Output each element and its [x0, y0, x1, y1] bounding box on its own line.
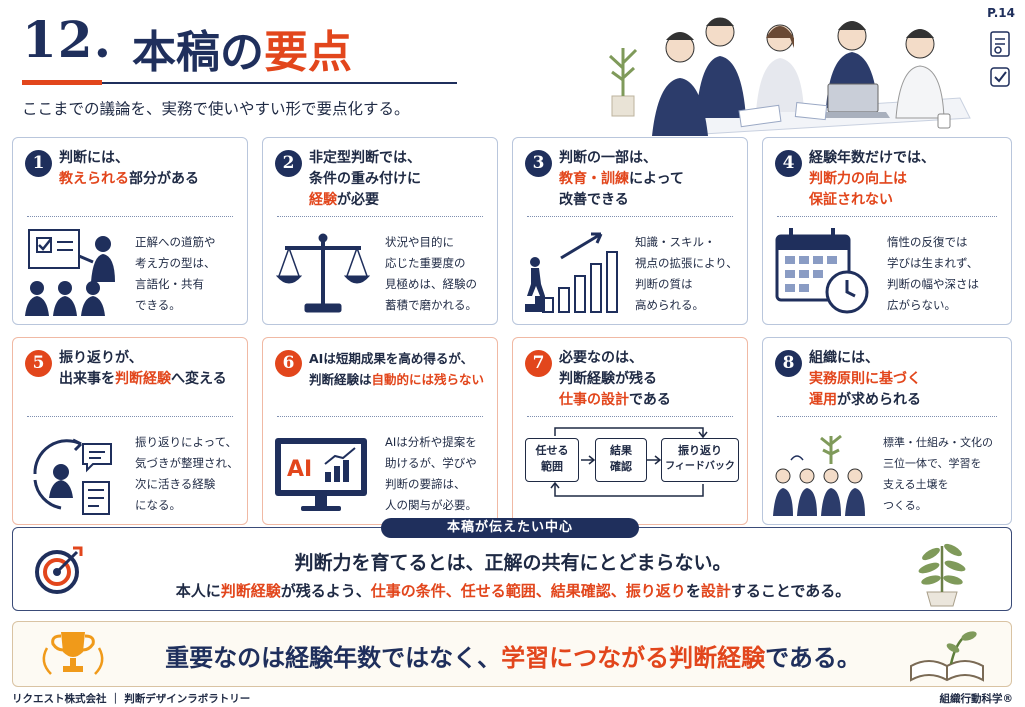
card-body: AIは分析や提案を 助けるが、学びや 判断の要諦は、 人の関与が必要。 — [385, 435, 477, 512]
key-point-card-5: 5 振り返りが、 出来事を判断経験へ変える 振り返りによって、 気づきが整理され… — [12, 337, 248, 525]
page-number: P.14 — [987, 6, 1015, 20]
card-heading: 非定型判断では、 条件の重み付けに 経験が必要 — [309, 150, 421, 208]
title-text: 本稿の要点 — [132, 27, 352, 78]
card-heading: 判断には、 教えられる部分がある — [59, 150, 199, 187]
ai-label: AI — [287, 457, 312, 482]
core-message-line-2: 本人に判断経験が残るよう、仕事の条件、任せる範囲、結果確認、振り返りを設計するこ… — [175, 582, 851, 600]
core-message-line-1: 判断力を育てるとは、正解の共有にとどまらない。 — [294, 552, 732, 574]
card-number: 3 — [525, 150, 552, 177]
workflow-arrows — [550, 427, 708, 497]
flow-step-delegate: 任せる 範囲 — [525, 438, 579, 482]
book-sprout-icon — [910, 631, 984, 682]
title-underline-accent — [22, 80, 102, 85]
card-number: 1 — [25, 150, 52, 177]
card-divider — [277, 416, 483, 417]
trophy-icon — [42, 632, 104, 675]
card-divider — [27, 416, 233, 417]
card-heading: 経験年数だけでは、 判断力の向上は 保証されない — [809, 150, 935, 208]
card-heading: 判断の一部は、 教育・訓練によって 改善できる — [559, 150, 684, 208]
target-icon — [35, 546, 83, 594]
key-point-card-7: 7 必要なのは、 判断経験が残る 仕事の設計である 任せる 範囲 結果 確認 振… — [512, 337, 748, 525]
teacher-board-icon — [25, 229, 115, 316]
card-number: 2 — [275, 150, 302, 177]
core-message-label: 本稿が伝えたい中心 — [381, 518, 639, 538]
key-point-card-1: 1 判断には、 教えられる部分がある 正解への道筋や 考え方の型は、 言語化・共… — [12, 137, 248, 325]
team-growth-icon — [773, 434, 865, 516]
card-divider — [277, 216, 483, 217]
card-divider — [527, 416, 733, 417]
key-point-card-6: 6 AIは短期成果を高め得るが、 判断経験は自動的には残らない AI AIは分析… — [262, 337, 498, 525]
card-number: 4 — [775, 150, 802, 177]
card-number: 5 — [25, 350, 52, 377]
card-body: 知識・スキル・ 視点の拡張により、 判断の質は 高められる。 — [635, 235, 738, 312]
calendar-clock-icon — [775, 228, 869, 314]
card-heading: 必要なのは、 判断経験が残る 仕事の設計である — [559, 350, 671, 408]
card-number: 7 — [525, 350, 552, 377]
card-divider — [27, 216, 233, 217]
side-icons — [990, 31, 1010, 87]
card-body: 標準・仕組み・文化の 三位一体で、学習を 支える土壌を つくる。 — [883, 436, 993, 512]
key-point-card-8: 8 組織には、 実務原則に基づく 運用が求められる 標準・仕組み・文化の 三位一… — [762, 337, 1012, 525]
card-heading: 組織には、 実務原則に基づく 運用が求められる — [809, 350, 921, 408]
potted-plant-icon — [918, 543, 966, 607]
flow-step-review: 結果 確認 — [595, 438, 647, 482]
key-point-card-4: 4 経験年数だけでは、 判断力の向上は 保証されない 惰性の反復では 学びは生ま… — [762, 137, 1012, 325]
footer-brand: 組織行動科学® — [939, 693, 1014, 705]
card-heading: 振り返りが、 出来事を判断経験へ変える — [59, 350, 227, 387]
section-number: 12. — [22, 10, 112, 69]
core-message-box: 判断力を育てるとは、正解の共有にとどまらない。 本人に判断経験が残るよう、仕事の… — [12, 527, 1012, 611]
key-point-card-2: 2 非定型判断では、 条件の重み付けに 経験が必要 状況や目的に 応じた重要度の… — [262, 137, 498, 325]
footer-company: リクエスト株式会社 ｜ 判断デザインラボラトリー — [12, 693, 251, 705]
card-body: 惰性の反復では 学びは生まれず、 判断の幅や深さは 広がらない。 — [887, 235, 979, 312]
card-divider — [777, 216, 997, 217]
meeting-illustration — [608, 17, 971, 136]
conclusion-box: 重要なのは経験年数ではなく、学習につながる判断経験である。 — [12, 621, 1012, 687]
document-icon — [990, 31, 1010, 57]
card-heading: AIは短期成果を高め得るが、 判断経験は自動的には残らない — [309, 351, 485, 387]
card-divider — [527, 216, 733, 217]
page-title: 12. 本稿の要点 — [22, 8, 462, 88]
card-divider — [777, 416, 997, 417]
plant-icon — [608, 48, 638, 117]
flow-step-feedback: 振り返り フィードバック — [661, 438, 739, 482]
card-number: 8 — [775, 350, 802, 377]
ai-monitor-icon: AI — [275, 438, 367, 511]
checkbox-icon — [990, 67, 1010, 87]
subtitle: ここまでの議論を、実務で使いやすい形で要点化する。 — [22, 100, 410, 118]
card-body: 状況や目的に 応じた重要度の 見極めは、経験の 蓄積で磨かれる。 — [385, 235, 477, 312]
title-underline — [22, 82, 457, 84]
card-number: 6 — [275, 350, 302, 377]
conclusion-text: 重要なのは経験年数ではなく、学習につながる判断経験である。 — [165, 644, 861, 672]
key-point-card-3: 3 判断の一部は、 教育・訓練によって 改善できる 知識・スキル・ 視点の拡張に… — [512, 137, 748, 325]
growth-stairs-icon — [525, 232, 618, 313]
reflection-cycle-icon — [33, 438, 112, 515]
card-body: 振り返りによって、 気づきが整理され、 次に活きる経験 になる。 — [135, 435, 239, 512]
card-body: 正解への道筋や 考え方の型は、 言語化・共有 できる。 — [135, 235, 216, 312]
balance-scale-icon — [275, 233, 371, 313]
